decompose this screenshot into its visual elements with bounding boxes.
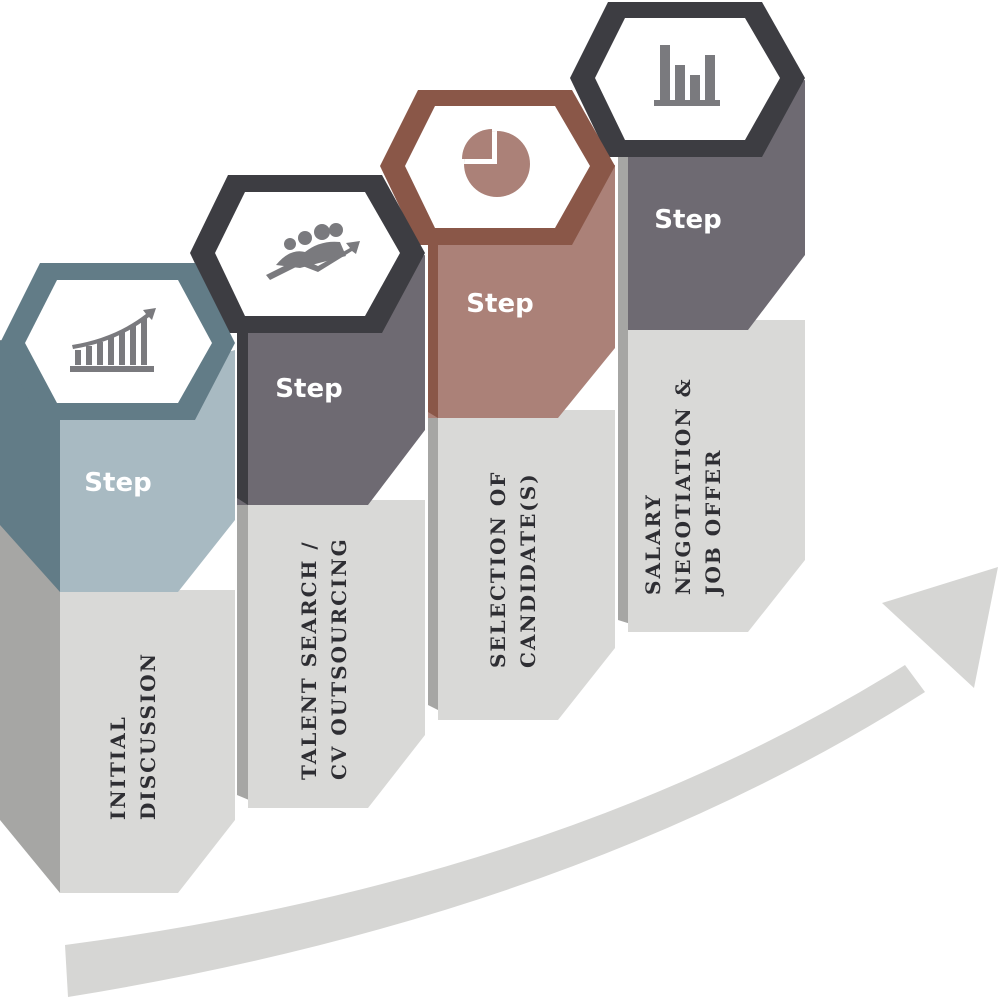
step-2-title-line-2: CV OUTSOURCING — [327, 537, 351, 780]
step-3-band-side — [428, 218, 438, 418]
step-2-band-side — [237, 302, 248, 505]
step-2-title: TALENT SEARCH / CV OUTSOURCING — [297, 531, 351, 780]
growth-arrow — [65, 567, 998, 997]
step-3-label: Step — [466, 289, 533, 319]
step-2-pillar-front — [248, 500, 425, 808]
step-4-title-line-2: NEGOTIATION & — [671, 377, 695, 595]
step-1-hex-face — [25, 280, 212, 403]
bar-chart-icon — [654, 45, 720, 106]
step-3-title-line-2: CANDIDATE(S) — [516, 472, 540, 668]
growth-arrow-shaft — [65, 665, 925, 997]
growth-arrow-head — [882, 567, 998, 688]
step-4-label: Step — [654, 205, 721, 235]
step-4-pillar-front — [628, 320, 805, 632]
step-3-title: SELECTION OF CANDIDATE(S) — [486, 462, 540, 668]
step-1-pillar-front — [60, 590, 235, 893]
step-4-title-line-1: SALARY — [641, 493, 665, 595]
step-2-label: Step — [275, 374, 342, 404]
pie-chart-icon — [462, 129, 530, 197]
step-3-title-line-1: SELECTION OF — [486, 471, 510, 668]
step-4-title-line-3: JOB OFFER — [701, 449, 725, 597]
step-1-title-line-1: INITIAL — [106, 715, 130, 820]
step-1-title-line-2: DISCUSSION — [136, 652, 160, 820]
step-3: Step SELECTION OF CANDIDATE(S) — [380, 90, 615, 720]
step-1-label: Step — [84, 468, 151, 498]
step-4-title: SALARY NEGOTIATION & JOB OFFER — [641, 368, 725, 597]
growth-chart-icon — [70, 308, 156, 372]
step-1-title: INITIAL DISCUSSION — [106, 652, 160, 820]
step-2-title-line-1: TALENT SEARCH / — [297, 540, 321, 780]
step-4: Step SALARY NEGOTIATION & JOB OFFER — [570, 2, 805, 632]
step-4-hex-face — [595, 18, 780, 140]
step-2: Step TALENT SEARCH / CV OUTSOURCING — [190, 175, 425, 808]
team-growth-icon — [266, 223, 360, 280]
step-1: Step INITIAL DISCUSSION — [0, 263, 235, 893]
step-3-pillar-front — [438, 410, 615, 720]
